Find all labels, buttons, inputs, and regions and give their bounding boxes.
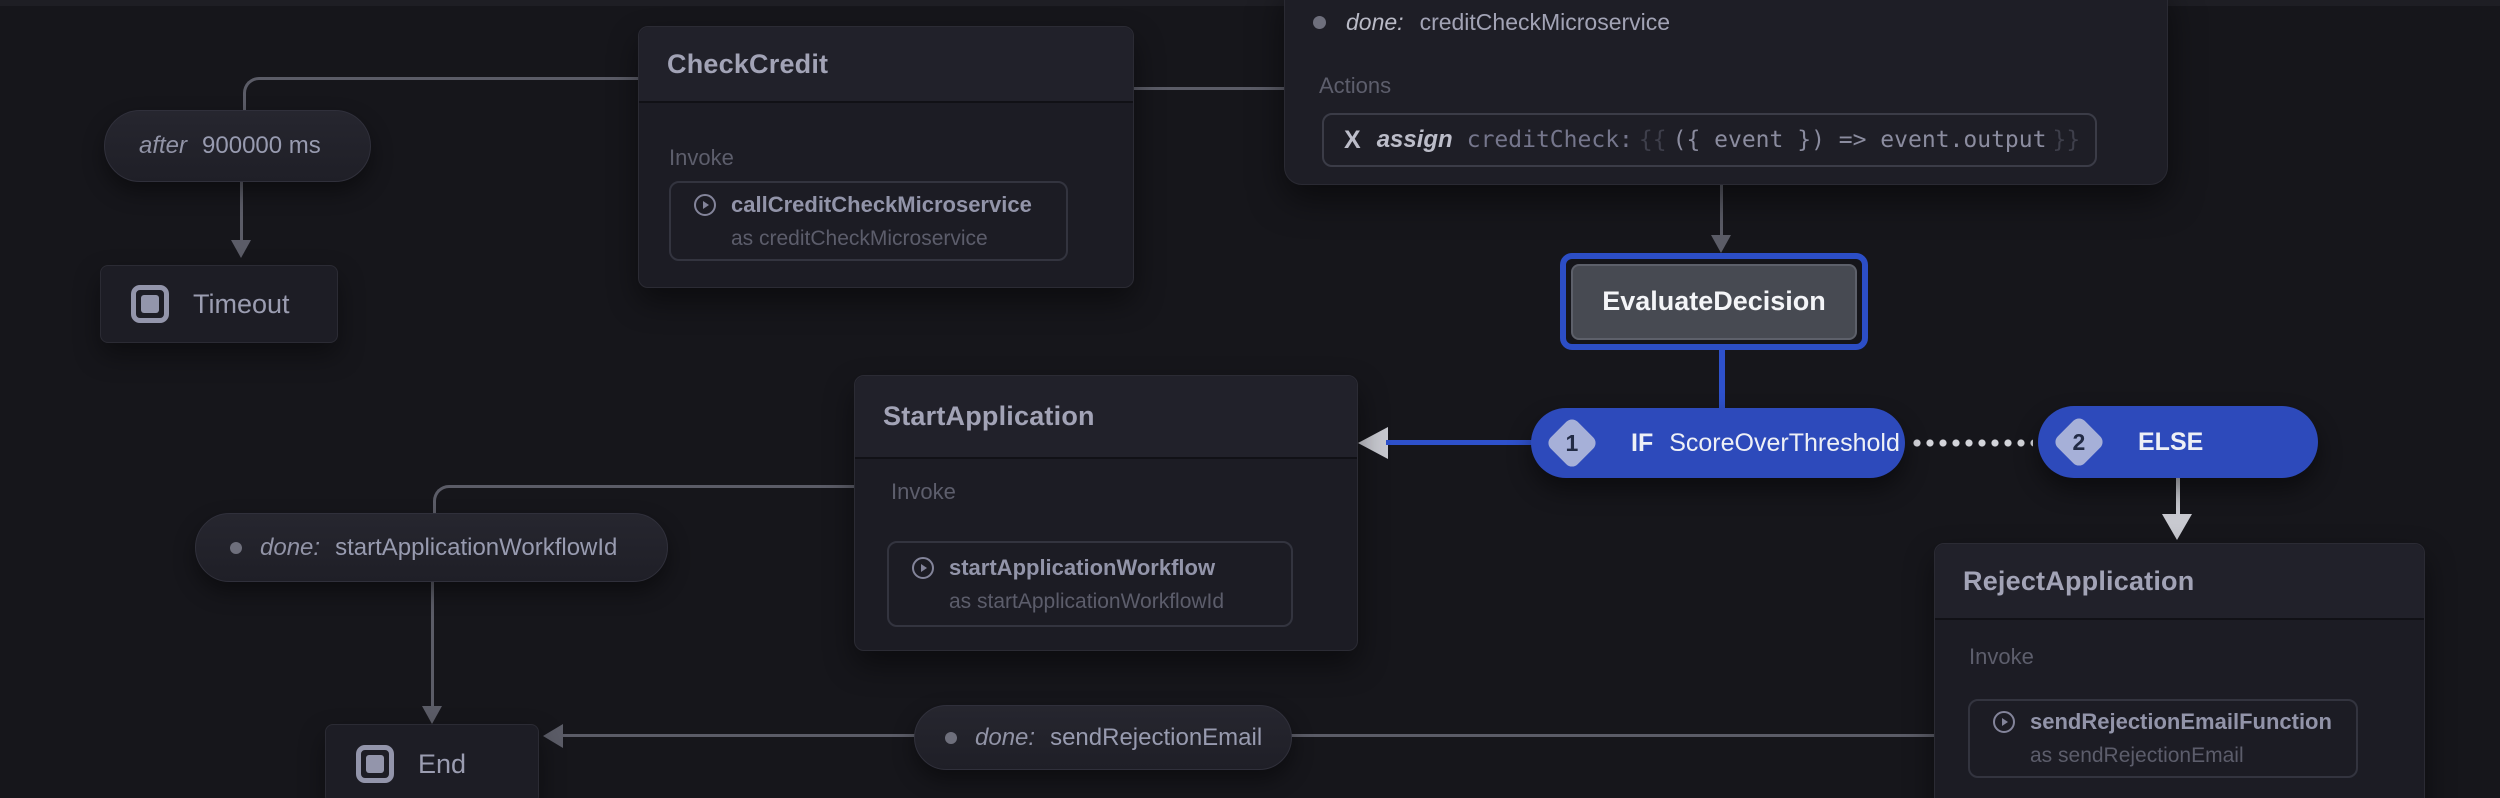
- node-check-credit[interactable]: CheckCredit Invoke callCreditCheckMicros…: [638, 26, 1134, 288]
- after-keyword: after: [139, 132, 188, 159]
- assign-action[interactable]: X assign creditCheck: {{ ({ event }) => …: [1322, 113, 2097, 167]
- branch-else-pill[interactable]: 2 ELSE: [2038, 406, 2318, 478]
- done-bullet-icon: [945, 731, 957, 744]
- node-start-application-header[interactable]: StartApplication: [855, 376, 1357, 459]
- assign-expression: ({ event }) => event.output: [1672, 127, 2047, 153]
- actions-label: Actions: [1319, 73, 1392, 98]
- connector-done-to-end: [431, 582, 434, 708]
- branch-keyword: ELSE: [2138, 427, 2204, 456]
- arrowhead-into-end-right: [543, 724, 563, 748]
- node-check-credit-header[interactable]: CheckCredit: [639, 27, 1133, 103]
- arrowhead-into-evaluate: [1711, 235, 1731, 253]
- node-reject-application[interactable]: RejectApplication Invoke sendRejectionEm…: [1934, 543, 2425, 798]
- connector-else-to-reject: [2176, 478, 2180, 516]
- invoke-alias: as startApplicationWorkflowId: [949, 589, 1225, 613]
- invoke-function-name: callCreditCheckMicroservice: [731, 191, 1032, 217]
- node-title: EvaluateDecision: [1602, 286, 1826, 316]
- branch-keyword: IF: [1631, 428, 1654, 457]
- done-value: sendRejectionEmail: [1050, 723, 1263, 751]
- connector-after-to-timeout: [240, 180, 243, 242]
- done-value: startApplicationWorkflowId: [335, 533, 618, 561]
- node-start-application[interactable]: StartApplication Invoke startApplication…: [854, 375, 1358, 651]
- assign-target: creditCheck:: [1466, 127, 1633, 153]
- play-circle-icon: [693, 193, 717, 217]
- done-start-pill[interactable]: done: startApplicationWorkflowId: [195, 513, 668, 582]
- after-value: 900000 ms: [202, 132, 321, 159]
- play-circle-icon: [911, 556, 935, 580]
- arrowhead-into-timeout: [231, 240, 251, 258]
- invoke-alias: as creditCheckMicroservice: [731, 226, 988, 250]
- done-keyword: done:: [260, 533, 321, 561]
- done-reject-pill[interactable]: done: sendRejectionEmail: [914, 705, 1292, 770]
- connector-eventbox-to-evaluate: [1720, 183, 1723, 237]
- done-keyword: done:: [975, 723, 1036, 751]
- node-reject-application-header[interactable]: RejectApplication: [1935, 544, 2424, 620]
- done-value: creditCheckMicroservice: [1419, 9, 1671, 35]
- branch-if-pill[interactable]: 1 IF ScoreOverThreshold: [1531, 408, 1905, 478]
- arrowhead-into-startapplication: [1358, 427, 1388, 459]
- connector-if-to-else-dotted: [1911, 437, 2033, 449]
- node-evaluate-decision-box[interactable]: EvaluateDecision: [1571, 263, 1857, 340]
- node-title: StartApplication: [883, 401, 1095, 431]
- play-circle-icon: [1992, 710, 2016, 734]
- invoke-alias: as sendRejectionEmail: [2030, 744, 2244, 767]
- stop-square-icon: [131, 285, 169, 323]
- canvas-top-edge: [0, 0, 2500, 6]
- assign-keyword: assign: [1376, 126, 1453, 153]
- invoke-section-label: Invoke: [1969, 644, 2034, 669]
- assign-x-icon: X: [1344, 125, 1361, 154]
- connector-checkcredit-to-after: [243, 77, 641, 113]
- connector-if-to-startapplication: [1386, 440, 1532, 445]
- node-title: CheckCredit: [667, 48, 829, 79]
- node-end[interactable]: End: [325, 724, 539, 798]
- event-done-row: done: creditCheckMicroservice: [1313, 9, 1670, 36]
- assign-expr-close: }}: [2052, 127, 2081, 153]
- arrowhead-into-end: [422, 706, 442, 724]
- invoke-function-name: startApplicationWorkflow: [949, 554, 1216, 580]
- node-timeout[interactable]: Timeout: [100, 265, 338, 343]
- invoke-section-label: Invoke: [891, 479, 956, 504]
- connector-startapplication-to-done: [433, 485, 857, 516]
- branch-index-badge: 2: [2052, 415, 2106, 469]
- node-evaluate-decision[interactable]: EvaluateDecision: [1560, 253, 1868, 350]
- stop-square-icon: [356, 745, 394, 783]
- node-end-label: End: [418, 748, 467, 779]
- assign-expr-open: {{: [1638, 127, 1667, 153]
- done-bullet-icon: [230, 541, 242, 554]
- invoke-send-rejection-email[interactable]: sendRejectionEmailFunction as sendReject…: [1968, 699, 2358, 778]
- invoke-call-credit-check[interactable]: callCreditCheckMicroservice as creditChe…: [669, 181, 1068, 261]
- connector-checkcredit-to-eventbox: [1132, 87, 1285, 90]
- node-title: RejectApplication: [1963, 565, 2195, 596]
- invoke-start-application-workflow[interactable]: startApplicationWorkflow as startApplica…: [887, 541, 1293, 627]
- after-timer-pill[interactable]: after 900000 ms: [104, 110, 371, 182]
- done-keyword: done:: [1346, 9, 1404, 35]
- invoke-function-name: sendRejectionEmailFunction: [2030, 709, 2332, 734]
- invoke-section-label: Invoke: [669, 145, 734, 170]
- branch-index-badge: 1: [1545, 416, 1599, 470]
- done-bullet-icon: [1313, 16, 1326, 29]
- event-actions-box[interactable]: done: creditCheckMicroservice Actions X …: [1284, 0, 2168, 185]
- node-timeout-label: Timeout: [193, 288, 290, 319]
- connector-evaluate-to-if: [1719, 349, 1725, 409]
- branch-condition-name: ScoreOverThreshold: [1669, 428, 1900, 457]
- arrowhead-into-reject: [2162, 514, 2192, 540]
